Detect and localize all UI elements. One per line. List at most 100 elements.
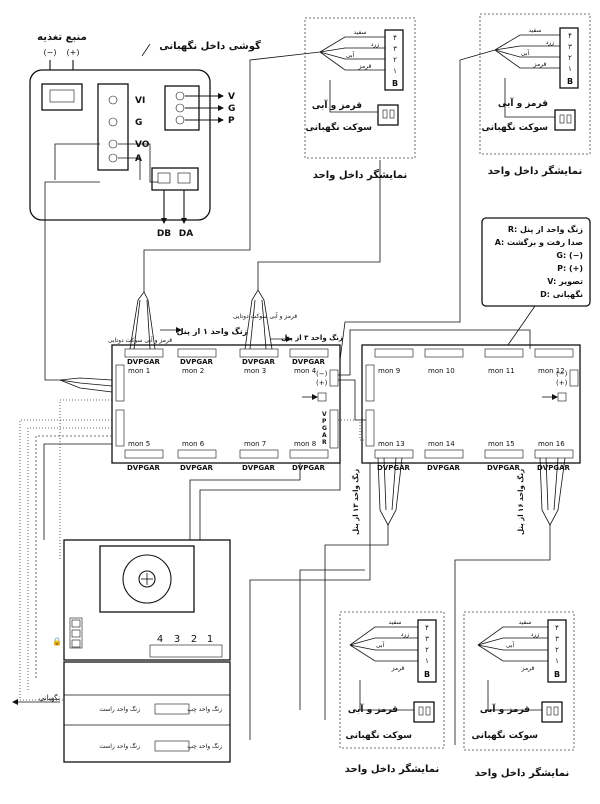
- wire-white: سفید: [388, 619, 401, 626]
- wire-red: قرمز: [358, 63, 372, 70]
- mon-6: mon 6: [182, 440, 205, 448]
- conn-label: DVPGAR: [127, 464, 161, 472]
- monitor-top-2-socket: سوکت نگهبانی: [482, 121, 549, 133]
- out-p: P: [228, 116, 235, 126]
- board-1-bottom-connectors: mon 5 mon 6 mon 7 mon 8 DVPGAR DVPGAR DV…: [124, 440, 329, 472]
- label-db: DB: [157, 229, 171, 239]
- monitor-bottom-2-redblue: قرمز و آبی: [480, 703, 530, 715]
- panel-term-3: 3: [174, 634, 180, 645]
- conn-label: DVPGAR: [292, 358, 326, 366]
- pin-3: ۳: [425, 635, 429, 643]
- legend-d: D: نگهبانی: [540, 289, 583, 299]
- wire-yellow: زرد: [401, 631, 410, 638]
- legend-g: G: (−): [556, 251, 583, 260]
- pin-b: B: [567, 77, 573, 86]
- wire-yellow: زرد: [531, 631, 540, 638]
- conn-label: DVPGAR: [242, 358, 276, 366]
- mon-10: mon 10: [428, 367, 455, 375]
- monitor-top-2: ۴ ۳ ۲ ۱ B سفید زرد آبی قرمز قرمز و آبی س…: [479, 13, 591, 177]
- pin-g: G: [135, 118, 142, 128]
- pin-2: ۲: [393, 56, 397, 64]
- conn-label: DVPGAR: [427, 464, 461, 472]
- legend-box: [481, 217, 591, 307]
- wire-red: قرمز: [521, 665, 535, 672]
- monitor-bottom-1-redblue: قرمز و آبی: [348, 703, 398, 715]
- pin-b: B: [554, 670, 560, 679]
- panel-term-1: 1: [207, 634, 213, 645]
- out-g: G: [228, 104, 235, 114]
- conn-label: DVPGAR: [292, 464, 326, 472]
- mon-5: mon 5: [128, 440, 150, 448]
- conn-label: DVPGAR: [242, 464, 276, 472]
- wire-red: قرمز: [391, 665, 405, 672]
- guard-handset: گوشی داخل نگهبانی منبع تغذیه (−) (+) VI …: [29, 32, 261, 239]
- monitor-top-1: ۴ ۳ ۲ ۱ B سفید زرد آبی قرمز قرمز و آبی س…: [304, 17, 416, 181]
- mon-7: mon 7: [244, 440, 266, 448]
- board-1-redblue-1: قرمز و آبی سوکت دوتایی: [108, 335, 172, 344]
- rv-r: R: [322, 439, 327, 446]
- monitor-top-1-redblue: قرمز و آبی: [312, 99, 362, 111]
- panel-extension: [63, 661, 231, 763]
- mon-12: mon 12: [538, 367, 565, 375]
- board-2-ring-16: زنگ واحد ۱۶ از پنل: [516, 469, 525, 535]
- camera-lens: [122, 554, 172, 604]
- conn-label: DVPGAR: [180, 358, 214, 366]
- pin-2: ۲: [568, 54, 572, 62]
- board-1-left-conn-2: [115, 409, 125, 447]
- mon-16: mon 16: [538, 440, 565, 448]
- power-plus: (+): [67, 48, 80, 57]
- rv-p: P: [322, 418, 327, 425]
- mon-9: mon 9: [378, 367, 400, 375]
- pin-1: ۱: [568, 65, 572, 73]
- monitor-bottom-2: ۴ ۳ ۲ ۱ B سفید زرد آبی قرمز قرمز و آبی س…: [463, 611, 575, 779]
- mon-4: mon 4: [294, 367, 317, 375]
- guard-socket: [554, 109, 576, 131]
- mon-8: mon 8: [294, 440, 316, 448]
- panel-term-2: 2: [191, 634, 197, 645]
- pin-vo: VO: [135, 140, 150, 150]
- pin-4: ۴: [393, 34, 397, 42]
- monitor-bottom-1: ۴ ۳ ۲ ۱ B سفید زرد آبی قرمز قرمز و آبی س…: [339, 611, 445, 775]
- conn-label: DVPGAR: [487, 464, 521, 472]
- board-1-redblue-2: قرمز و آبی سوکت دوتایی: [233, 311, 297, 320]
- ring-right-2: زنگ واحد راست: [99, 742, 140, 750]
- pin-1: ۱: [555, 657, 559, 665]
- distribution-board-1: DVPGAR DVPGAR DVPGAR DVPGAR mon 1 mon 2 …: [108, 311, 343, 472]
- wire-yellow: زرد: [546, 39, 555, 46]
- pin-1: ۱: [393, 67, 397, 75]
- mon-15: mon 15: [488, 440, 515, 448]
- distribution-board-2: mon 9 mon 10 mon 11 mon 12 mon 13 mon 14…: [351, 344, 581, 535]
- wiring: [19, 49, 566, 745]
- wire-white: سفید: [518, 619, 531, 626]
- pin-a: A: [135, 154, 142, 164]
- wire-yellow: زرد: [371, 41, 380, 48]
- wire-white: سفید: [528, 27, 541, 34]
- pin-4: ۴: [568, 32, 572, 40]
- handset-title: گوشی داخل نگهبانی: [159, 39, 261, 52]
- rv-g: G: [322, 425, 327, 432]
- rv-a: A: [322, 432, 327, 439]
- wire-white: سفید: [353, 29, 366, 36]
- monitor-top-2-frame: [479, 13, 591, 155]
- board-2-outline: [361, 344, 581, 464]
- pin-3: ۳: [568, 43, 572, 51]
- pin-2: ۲: [425, 646, 429, 654]
- out-v: V: [228, 92, 235, 102]
- power-label: منبع تغذیه: [37, 32, 87, 43]
- ring-left: زنگ واحد چپ: [187, 705, 222, 713]
- label-da: DA: [179, 229, 193, 239]
- monitor-top-1-socket: سوکت نگهبانی: [306, 121, 373, 133]
- monitor-top-2-caption: نمایشگر داخل واحد: [488, 164, 582, 177]
- board-2-minus: (−): [556, 370, 568, 378]
- mon-11: mon 11: [488, 367, 515, 375]
- board-2-ring-13: زنگ واحد ۱۳ از پنل: [351, 469, 360, 535]
- pin-4: ۴: [555, 624, 559, 632]
- board-1-left-conn: [115, 364, 125, 402]
- monitor-top-2-terminal: [559, 27, 579, 89]
- lock-icon: 🔒: [52, 637, 62, 646]
- mon-2: mon 2: [182, 367, 204, 375]
- pin-1: ۱: [425, 657, 429, 665]
- pin-4: ۴: [425, 624, 429, 632]
- legend-v: V: تصویر: [547, 277, 583, 286]
- board-1-outline: [111, 344, 341, 464]
